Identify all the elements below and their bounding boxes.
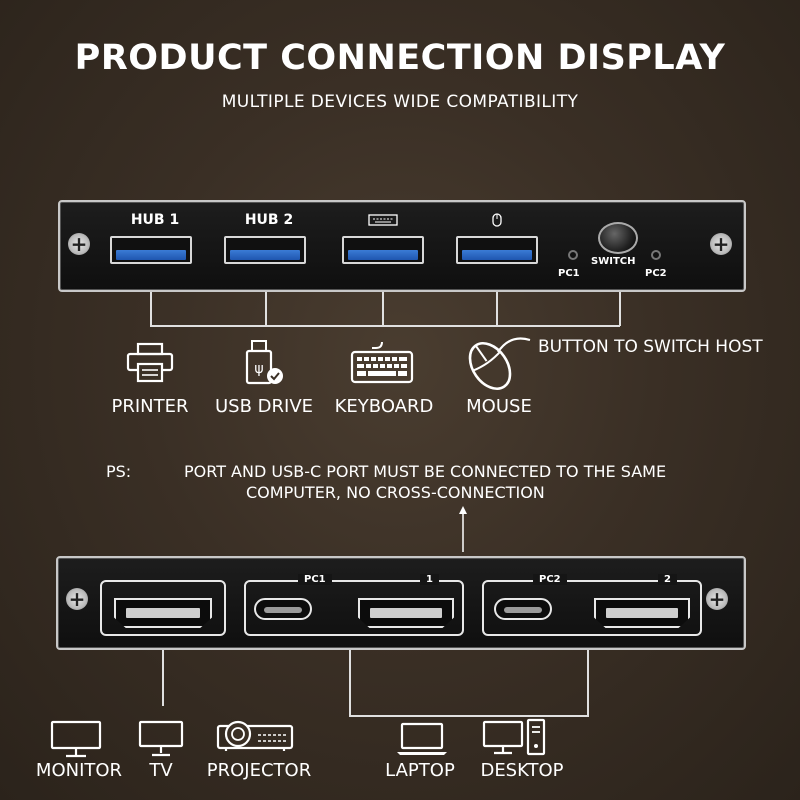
note-line2: COMPUTER, NO CROSS-CONNECTION: [246, 483, 545, 502]
usb-port-keyboard[interactable]: [342, 236, 424, 264]
pc1-frame: [244, 580, 464, 636]
screw-icon: +: [706, 588, 728, 610]
device-label-usb-drive: USB DRIVE: [214, 396, 314, 417]
button-note: BUTTON TO SWITCH HOST: [538, 337, 763, 357]
pc2-indicator: [651, 250, 661, 260]
pc1-group-title: PC1: [298, 574, 332, 585]
connector-line: [382, 292, 384, 326]
keyboard-device-icon: [350, 341, 414, 384]
monitor-icon: [50, 720, 102, 758]
arrow-up-icon: [459, 506, 467, 552]
page-title: PRODUCT CONNECTION DISPLAY: [74, 38, 726, 78]
connector-line: [349, 715, 589, 717]
output-frame: [100, 580, 226, 636]
usb-drive-icon: ψ: [245, 340, 283, 385]
usb-port-hub2[interactable]: [224, 236, 306, 264]
device-label-tv: TV: [149, 760, 173, 781]
port-label-hub1: HUB 1: [130, 212, 180, 228]
device-label-mouse: MOUSE: [466, 396, 532, 417]
connector-line: [150, 325, 620, 327]
device-label-keyboard: KEYBOARD: [334, 396, 434, 417]
connector-line: [619, 292, 621, 326]
pc2-label: PC2: [645, 268, 667, 279]
mouse-device-icon: [468, 337, 531, 390]
device-label-projector: PROJECTOR: [206, 760, 312, 781]
device-label-printer: PRINTER: [111, 396, 189, 417]
pc2-group-num: 2: [658, 574, 677, 585]
usbc-port-pc2[interactable]: [494, 598, 552, 620]
pc1-group-num: 1: [420, 574, 439, 585]
pc1-label: PC1: [558, 268, 580, 279]
screw-icon: +: [710, 233, 732, 255]
printer-icon: [126, 342, 174, 383]
svg-text:ψ: ψ: [254, 361, 263, 377]
pc2-frame: [482, 580, 702, 636]
screw-icon: +: [66, 588, 88, 610]
switch-label: SWITCH: [591, 256, 636, 267]
hdmi-output-port[interactable]: [114, 598, 212, 628]
mouse-icon: [492, 213, 502, 227]
keyboard-icon: [368, 214, 398, 226]
screw-icon: +: [68, 233, 90, 255]
connector-line: [150, 292, 152, 326]
connector-line: [265, 292, 267, 326]
hdmi-input-port-pc2[interactable]: [594, 598, 690, 628]
device-label-desktop: DESKTOP: [480, 760, 564, 781]
usb-port-mouse[interactable]: [456, 236, 538, 264]
port-label-hub2: HUB 2: [244, 212, 294, 228]
device-label-laptop: LAPTOP: [385, 760, 455, 781]
pc1-indicator: [568, 250, 578, 260]
usb-port-hub1[interactable]: [110, 236, 192, 264]
laptop-icon: [397, 722, 447, 755]
hdmi-input-port-pc1[interactable]: [358, 598, 454, 628]
switch-button[interactable]: [598, 222, 638, 254]
page-subtitle: MULTIPLE DEVICES WIDE COMPATIBILITY: [221, 92, 579, 112]
pc2-group-title: PC2: [533, 574, 567, 585]
connector-line: [496, 292, 498, 326]
note-prefix: PS:: [106, 462, 132, 481]
connector-line: [162, 650, 164, 706]
desktop-icon: [482, 718, 546, 756]
note-line1: PORT AND USB-C PORT MUST BE CONNECTED TO…: [184, 462, 667, 481]
connector-line: [587, 650, 589, 716]
tv-icon: [138, 720, 184, 757]
connector-line: [349, 650, 351, 716]
projector-icon: [216, 720, 294, 751]
usbc-port-pc1[interactable]: [254, 598, 312, 620]
device-label-monitor: MONITOR: [35, 760, 123, 781]
